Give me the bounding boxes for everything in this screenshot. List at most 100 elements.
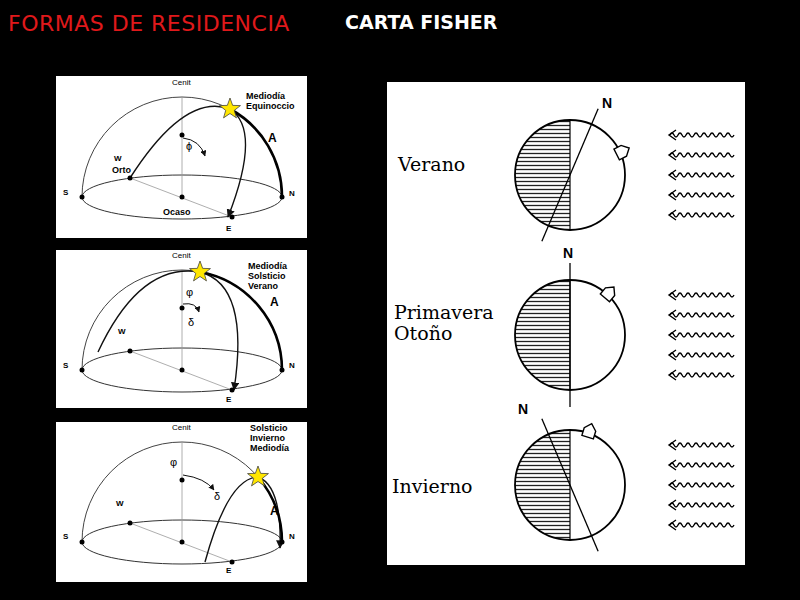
cardinal-label: W (114, 155, 122, 164)
sun-star (190, 261, 211, 281)
sun-ray (670, 193, 734, 197)
cardinal-label: E (226, 567, 231, 576)
sun-path (98, 271, 238, 390)
earth-axis (542, 109, 598, 242)
ray-arrowhead (669, 520, 676, 530)
season-label: Invierno (392, 476, 473, 497)
north-label: N (518, 402, 528, 417)
house-icon (614, 143, 632, 160)
season-label: Verano (398, 154, 465, 175)
east-west-line (130, 523, 232, 562)
dot (128, 521, 133, 526)
cardinal-label: S (63, 189, 68, 198)
ray-arrowhead (669, 440, 676, 450)
zenith-label: Cenit (172, 424, 191, 433)
sun-ray (670, 463, 734, 467)
north-label: N (563, 246, 573, 261)
ray-arrowhead (669, 480, 676, 490)
point-label: Ocaso (163, 208, 191, 218)
sun-ray (670, 523, 734, 527)
panel (56, 422, 307, 582)
angle-label: φ (170, 456, 177, 468)
altitude-arc (258, 477, 282, 542)
ray-arrowhead (669, 210, 676, 220)
cardinal-label: W (118, 328, 126, 337)
ray-arrowhead (669, 310, 676, 320)
ray-arrowhead (669, 150, 676, 160)
night-side (515, 120, 570, 230)
dot (230, 560, 235, 565)
angle-label: φ (186, 286, 193, 298)
sun-ray (670, 373, 734, 377)
zenith-line (182, 442, 183, 542)
sun-ray (670, 133, 734, 137)
season-label: Primavera Otoño (394, 302, 509, 344)
dome (82, 442, 282, 542)
angle-label: ϕ (186, 140, 192, 152)
cardinal-label: S (63, 362, 68, 371)
zenith-label: Cenit (172, 252, 191, 261)
sun-position-label: Mediodía Solsticio Verano (248, 262, 306, 292)
altitude-label: A (270, 505, 279, 518)
cardinal-label: N (289, 362, 295, 371)
north-label: N (602, 96, 612, 111)
dot (80, 195, 85, 200)
dot (180, 540, 185, 545)
sun-ray (670, 353, 734, 357)
dot (230, 388, 235, 393)
night-side (515, 430, 570, 540)
ray-arrowhead (669, 460, 676, 470)
dot (230, 215, 235, 220)
dot (180, 368, 185, 373)
panel (387, 82, 745, 565)
sun-ray (670, 333, 734, 337)
angle-arrow (183, 304, 199, 312)
cardinal-label: E (226, 225, 231, 234)
dot (180, 133, 185, 138)
sun-star (220, 98, 241, 118)
earth-axis (542, 419, 598, 552)
earth-globe (515, 263, 625, 407)
dot (280, 540, 285, 545)
panel (56, 250, 307, 408)
sun-ray (670, 173, 734, 177)
dot (280, 195, 285, 200)
altitude-label: A (270, 296, 279, 309)
sun-ray (670, 313, 734, 317)
cardinal-label: S (63, 533, 68, 542)
dot (280, 368, 285, 373)
slide-title: FORMAS DE RESIDENCIA (8, 12, 290, 36)
panel (56, 76, 307, 238)
ray-arrowhead (669, 170, 676, 180)
dot (128, 176, 133, 181)
dot (80, 368, 85, 373)
ray-arrowhead (669, 370, 676, 380)
celestial-sphere (80, 97, 285, 220)
night-side (515, 280, 570, 390)
point-label: Orto (112, 166, 131, 176)
dot (128, 349, 133, 354)
zenith-line (182, 97, 183, 197)
angle-label: δ (214, 490, 220, 502)
sun-ray (670, 443, 734, 447)
angle-arrow (183, 475, 214, 490)
sun-ray (670, 483, 734, 487)
sun-ray (670, 213, 734, 217)
cardinal-label: N (289, 190, 295, 199)
altitude-arc (230, 109, 282, 197)
earth-globe (515, 419, 625, 552)
angle-label: δ (188, 316, 194, 328)
sun-path (130, 106, 246, 217)
sun-position-label: Solsticio Invierno Mediodía (250, 424, 304, 454)
ray-arrowhead (669, 500, 676, 510)
house-icon (600, 283, 618, 301)
east-west-line (130, 351, 232, 390)
dome (82, 97, 282, 197)
dot (180, 478, 185, 483)
zenith-line (182, 270, 183, 370)
angle-arrow (183, 138, 205, 156)
cardinal-label: W (116, 500, 124, 509)
earth-axis (569, 263, 570, 407)
dot (180, 306, 185, 311)
